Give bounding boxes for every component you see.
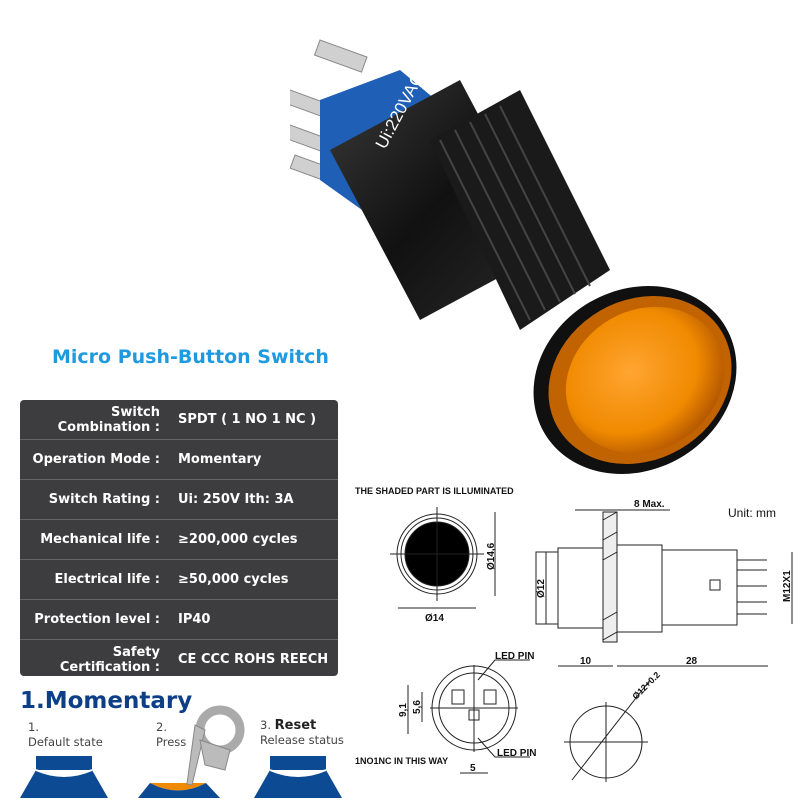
spec-row: Mechanical life : ≥200,000 cycles [20,520,338,560]
spec-label: Safety Certification : [59,644,160,675]
dim-thread: M12X1 [782,570,793,602]
step-reset: 3. Reset Release status [260,718,344,748]
page-title: Micro Push-Button Switch [52,346,329,368]
button-default-icon [20,756,108,798]
dim-len-front: 10 [580,656,592,667]
spec-table: Switch Combination : SPDT ( 1 NO 1 NC ) O… [20,400,338,676]
step-number: 2. [156,720,167,734]
spec-value: Ui: 250V Ith: 3A [178,492,294,507]
spec-value: Momentary [178,452,262,467]
spec-row: Switch Combination : SPDT ( 1 NO 1 NC ) [20,400,338,440]
illuminated-note: THE SHADED PART IS ILLUMINATED [355,486,514,496]
dim-cutout: Ø12+0.2 [630,670,662,702]
dim-front-dia: Ø14 [425,613,444,624]
step-heading: Reset [274,718,317,733]
dim-body-dia: Ø12 [536,579,547,598]
spec-value: CE CCC ROHS REECH [178,652,329,667]
step-press: 2. Press [156,720,186,750]
push-button-product-image: Ui:220VAC [290,39,737,474]
dim-h1: 9,1 [398,703,409,717]
step-number: 1. [28,720,39,734]
spec-label: Electrical life : [54,572,160,587]
spec-row: Protection level : IP40 [20,600,338,640]
spec-label: Operation Mode : [32,452,160,467]
spec-label: Mechanical life : [40,532,160,547]
spec-value: IP40 [178,612,211,627]
dim-h2: 5,6 [412,700,423,714]
dim-front-height: Ø14,6 [486,542,497,570]
momentary-title: 1.Momentary [20,688,193,714]
dimension-drawing: THE SHADED PART IS ILLUMINATED Ø14 Ø14,6… [355,486,793,782]
step-label: Press [156,735,187,749]
spec-row: Switch Rating : Ui: 250V Ith: 3A [20,480,338,520]
spec-value: SPDT ( 1 NO 1 NC ) [178,412,317,427]
pin-note: 1NO1NC IN THIS WAY [355,756,448,766]
button-reset-icon [254,756,342,798]
spec-value: ≥50,000 cycles [178,572,289,587]
spec-label: Switch Combination : [57,404,160,435]
spec-row: Safety Certification : CE CCC ROHS REECH [20,640,338,676]
dim-w: 5 [470,763,476,774]
unit-label: Unit: mm [728,506,776,520]
button-press-icon [138,783,220,798]
step-default: 1. Default state [28,720,103,750]
led-pin-bottom-label: LED PIN [497,748,536,759]
spec-row: Electrical life : ≥50,000 cycles [20,560,338,600]
dim-len-back: 28 [686,656,698,667]
hand-pointer-icon [186,705,245,786]
step-label: Default state [28,735,103,749]
step-label: Release status [260,733,344,747]
dim-max-panel: 8 Max. [634,499,665,510]
spec-value: ≥200,000 cycles [178,532,298,547]
spec-row: Operation Mode : Momentary [20,440,338,480]
step-number: 3. [260,718,271,732]
spec-label: Protection level : [34,612,160,627]
spec-label: Switch Rating : [48,492,160,507]
momentary-illustration [20,705,342,798]
led-pin-top-label: LED PIN [495,651,534,662]
